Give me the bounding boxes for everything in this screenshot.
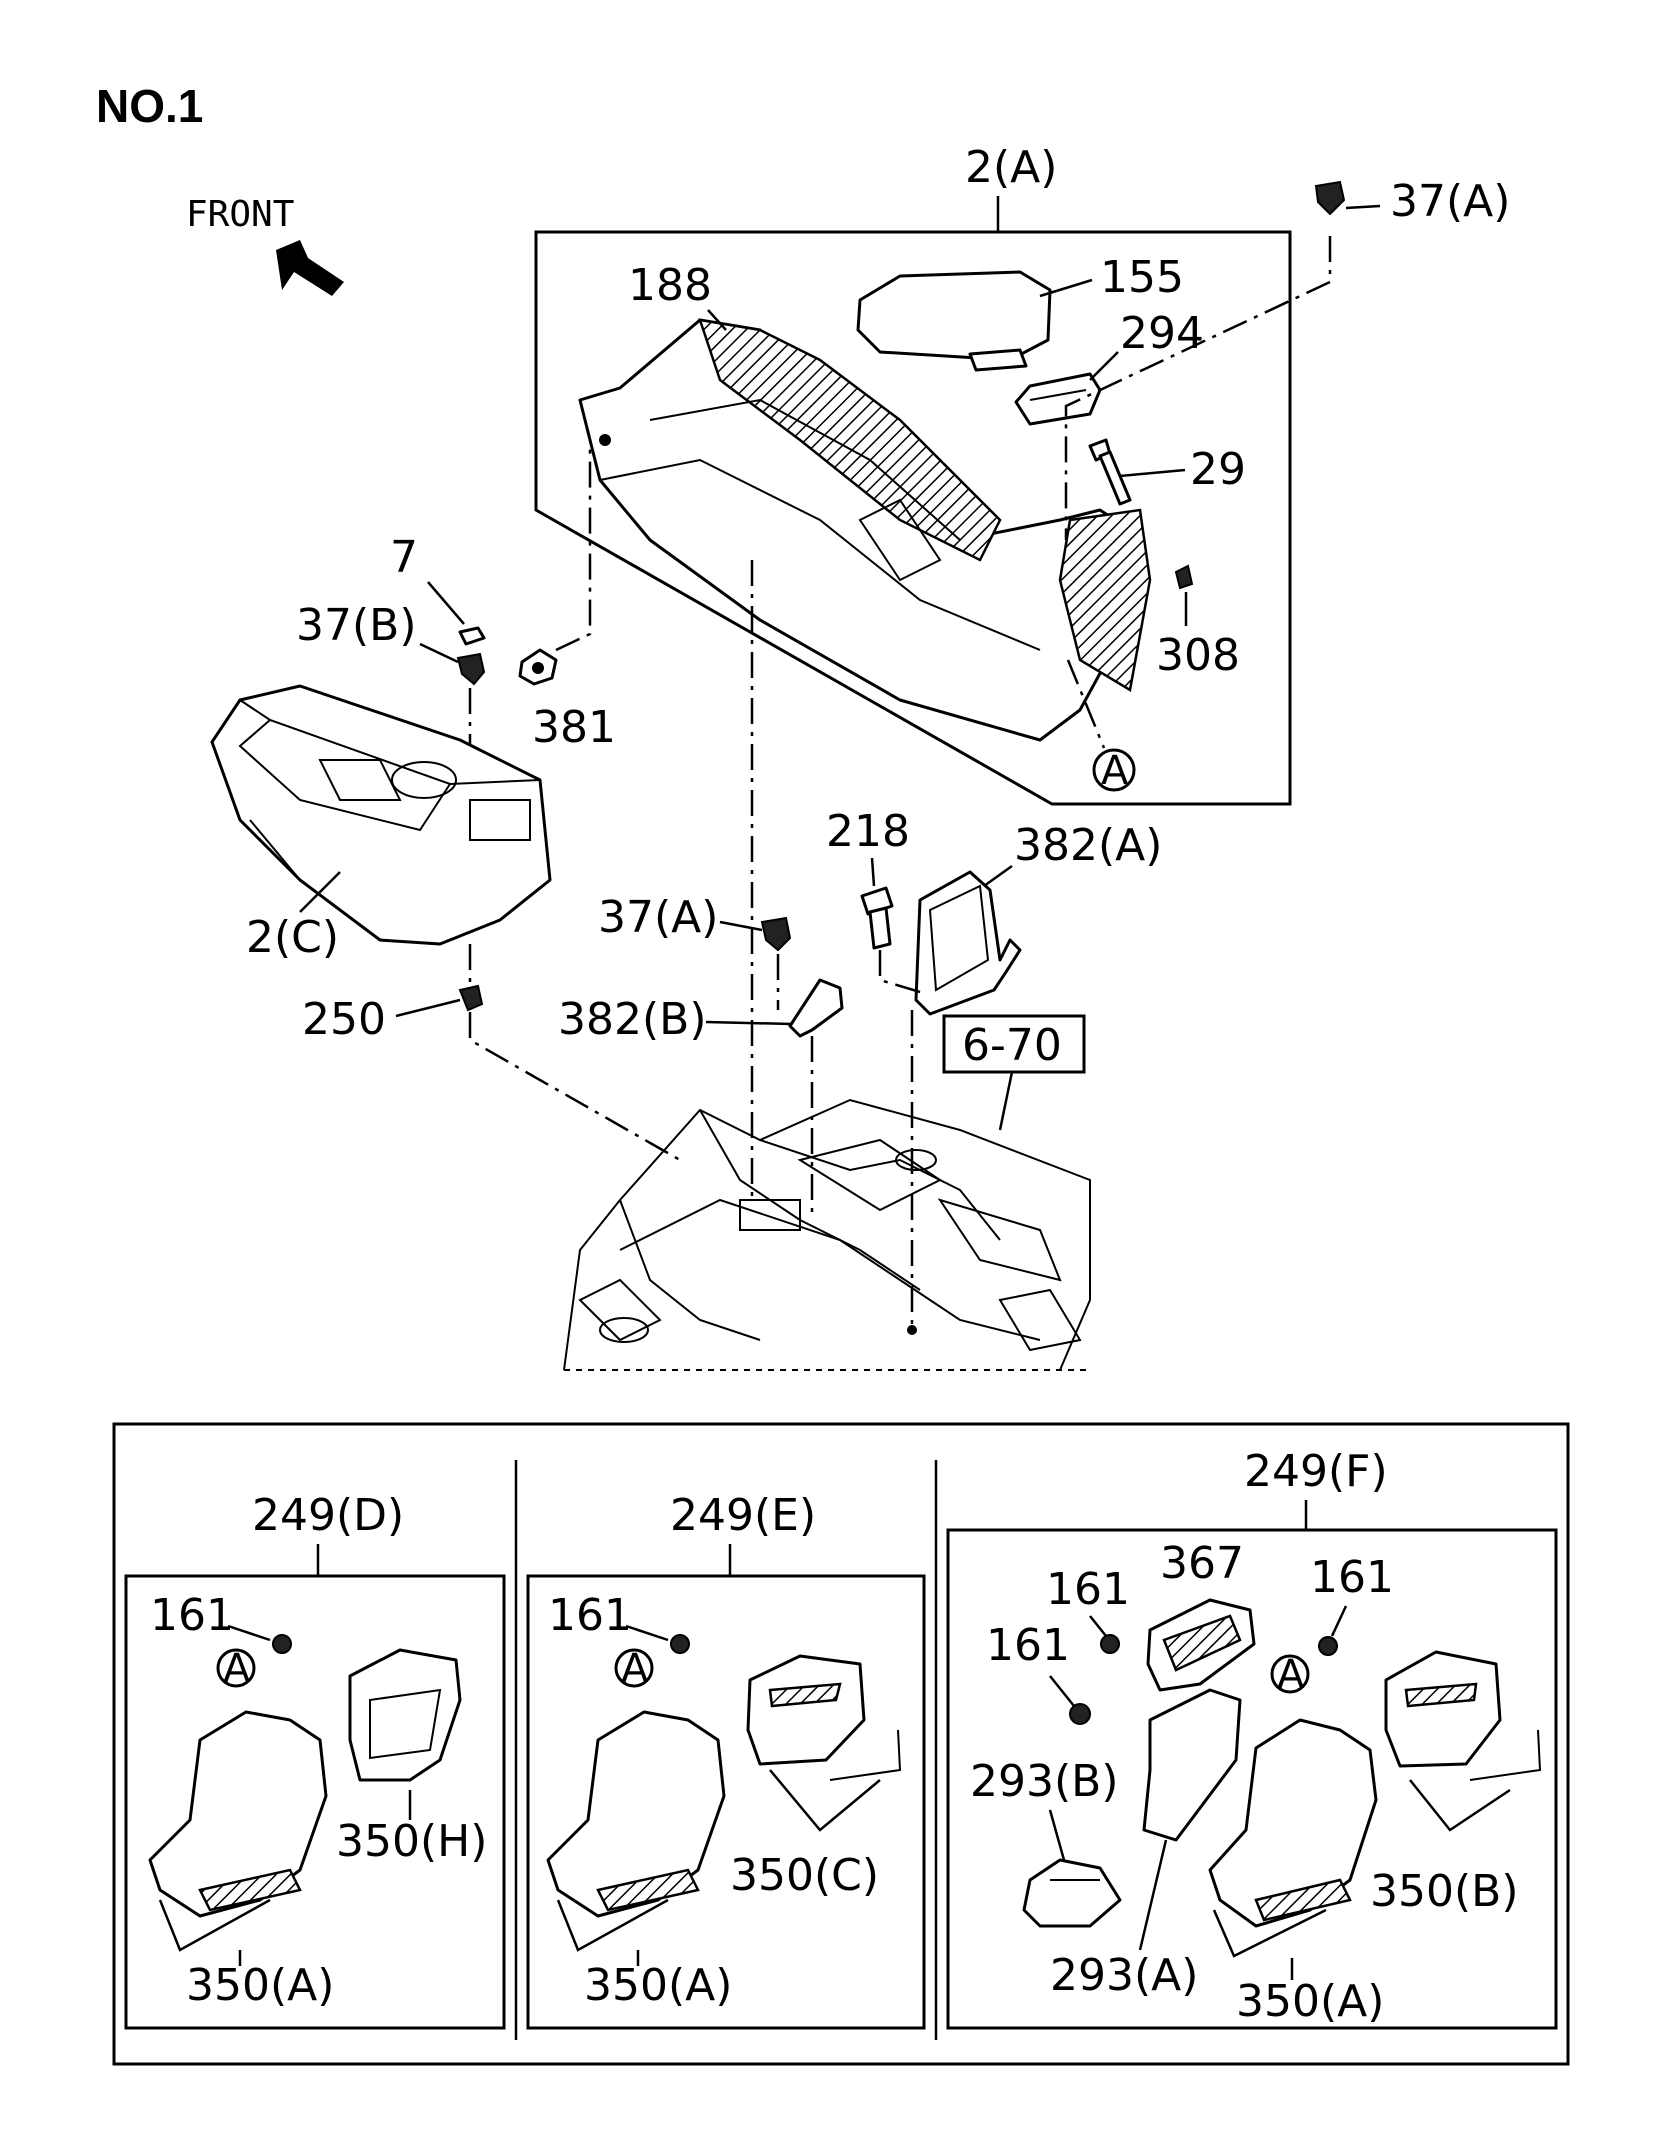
leader-294	[1089, 351, 1119, 381]
label-294: 294	[1120, 308, 1204, 359]
assembly-2a-frame	[534, 230, 1292, 806]
label-250: 250	[302, 994, 386, 1045]
panel-249e-trim-350c	[746, 1654, 866, 1766]
leader-382a	[983, 864, 1013, 888]
leader-382b	[705, 1020, 793, 1026]
ref-marker-a-top	[1092, 748, 1136, 792]
dash-218	[878, 950, 921, 994]
ref-box-6-70	[942, 1014, 1086, 1074]
leader-7	[427, 581, 465, 625]
panel-249d-fastener-label: 161	[150, 1590, 234, 1641]
label-37a-top: 37(A)	[1390, 176, 1510, 227]
leader-37a-mid	[719, 920, 763, 932]
panel-249e-fastener-label: 161	[548, 1590, 632, 1641]
front-label: FRONT	[186, 194, 294, 235]
panel-249d-fastener-icon	[272, 1634, 292, 1654]
panel-249e-marker	[614, 1648, 654, 1688]
clip-250	[458, 984, 484, 1012]
panel-249f-part-350a: 350(A)	[1236, 1976, 1384, 2027]
label-188: 188	[628, 260, 712, 311]
pin-7	[458, 626, 486, 646]
svg-text:A: A	[223, 1646, 251, 1692]
fastener-37a-mid	[760, 916, 792, 952]
dash-250-floor	[468, 1012, 681, 1162]
panel-249e-part-350c: 350(C)	[730, 1850, 879, 1901]
grommet-381	[518, 648, 558, 686]
panel-249f-title: 249(F)	[1244, 1446, 1388, 1497]
svg-text:A: A	[621, 1646, 649, 1692]
variants-frame	[112, 1422, 1570, 2066]
panel-249f-part-350b: 350(B)	[1370, 1866, 1519, 1917]
svg-text:A: A	[1277, 1652, 1305, 1698]
screw-29	[1088, 438, 1132, 506]
label-218: 218	[826, 806, 910, 857]
bracket-382a	[914, 870, 1022, 1016]
panel-249f-part-293b: 293(B)	[970, 1756, 1119, 1807]
front-arrow-icon	[276, 240, 344, 296]
label-29: 29	[1190, 444, 1246, 495]
panel-249d-trim-350h	[348, 1648, 462, 1782]
dash-381	[555, 446, 592, 652]
fastener-37b	[456, 652, 486, 686]
assembly-2a: 2(A) 188 155 294	[534, 142, 1292, 806]
label-381: 381	[532, 702, 616, 753]
label-2a: 2(A)	[965, 142, 1057, 193]
ref-box-6-70-text: 6-70	[962, 1020, 1062, 1071]
panel-249f-fastener-1: 161	[1046, 1564, 1130, 1615]
panel-249d-part-350h: 350(H)	[336, 1816, 487, 1867]
panel-249e-title: 249(E)	[670, 1490, 816, 1541]
panel-249f-part-367: 367	[1160, 1538, 1244, 1589]
rear-console-2c	[210, 684, 552, 946]
panel-249f-marker	[1270, 1654, 1310, 1694]
leader-155	[1039, 278, 1093, 298]
latch-294	[1014, 372, 1102, 426]
leader-29	[1119, 468, 1186, 478]
label-37a-mid: 37(A)	[598, 892, 718, 943]
panel-249d-title: 249(D)	[252, 1490, 404, 1541]
console-body-188	[578, 318, 1152, 742]
panel-249f-fastener-3: 161	[1310, 1552, 1394, 1603]
label-382b: 382(B)	[558, 994, 707, 1045]
floor-panel	[563, 1098, 1091, 1371]
panel-249e: 249(E) 161 A 350(C) 350(A)	[526, 1490, 926, 2030]
marker-leader-a	[1066, 659, 1106, 749]
bracket-382b	[788, 978, 844, 1038]
leader-250	[395, 998, 461, 1018]
panel-249d-part-350a: 350(A)	[186, 1960, 334, 2011]
panel-249f-duct-293b	[1022, 1858, 1122, 1928]
panel-249e-part-350a: 350(A)	[584, 1960, 732, 2011]
ref-marker-a-top-text: A	[1101, 748, 1129, 794]
label-155: 155	[1100, 252, 1184, 303]
page-title: NO.1	[96, 80, 203, 132]
label-308: 308	[1156, 630, 1240, 681]
panel-249d: 249(D) 161 A 350(H) 350(A)	[124, 1490, 506, 2030]
leader-218	[870, 857, 876, 887]
label-2c: 2(C)	[246, 912, 339, 963]
lid-155	[856, 270, 1052, 372]
panel-249d-marker	[216, 1648, 256, 1688]
label-37b: 37(B)	[296, 600, 417, 651]
panel-249f-duct-293a	[1142, 1688, 1242, 1842]
panel-249f: 249(F) 161 161 161 367 A 293(B) 350(B) 2…	[946, 1446, 1558, 2030]
panel-249f-trim-350b	[1384, 1650, 1502, 1768]
leader-188	[707, 309, 727, 331]
leader-2c	[299, 871, 341, 913]
panel-249f-fastener-2: 161	[986, 1620, 1070, 1671]
panel-249f-part-293a: 293(A)	[1050, 1950, 1198, 2001]
clip-308	[1174, 564, 1194, 590]
panel-249e-fastener-icon	[670, 1634, 690, 1654]
leader-37b	[419, 642, 459, 664]
leader-6-70	[998, 1071, 1014, 1131]
label-382a: 382(A)	[1014, 820, 1162, 871]
label-7: 7	[390, 532, 418, 583]
bolt-218	[860, 886, 894, 950]
dash-37a-top	[1064, 236, 1332, 540]
fastener-37a-top	[1314, 180, 1381, 216]
